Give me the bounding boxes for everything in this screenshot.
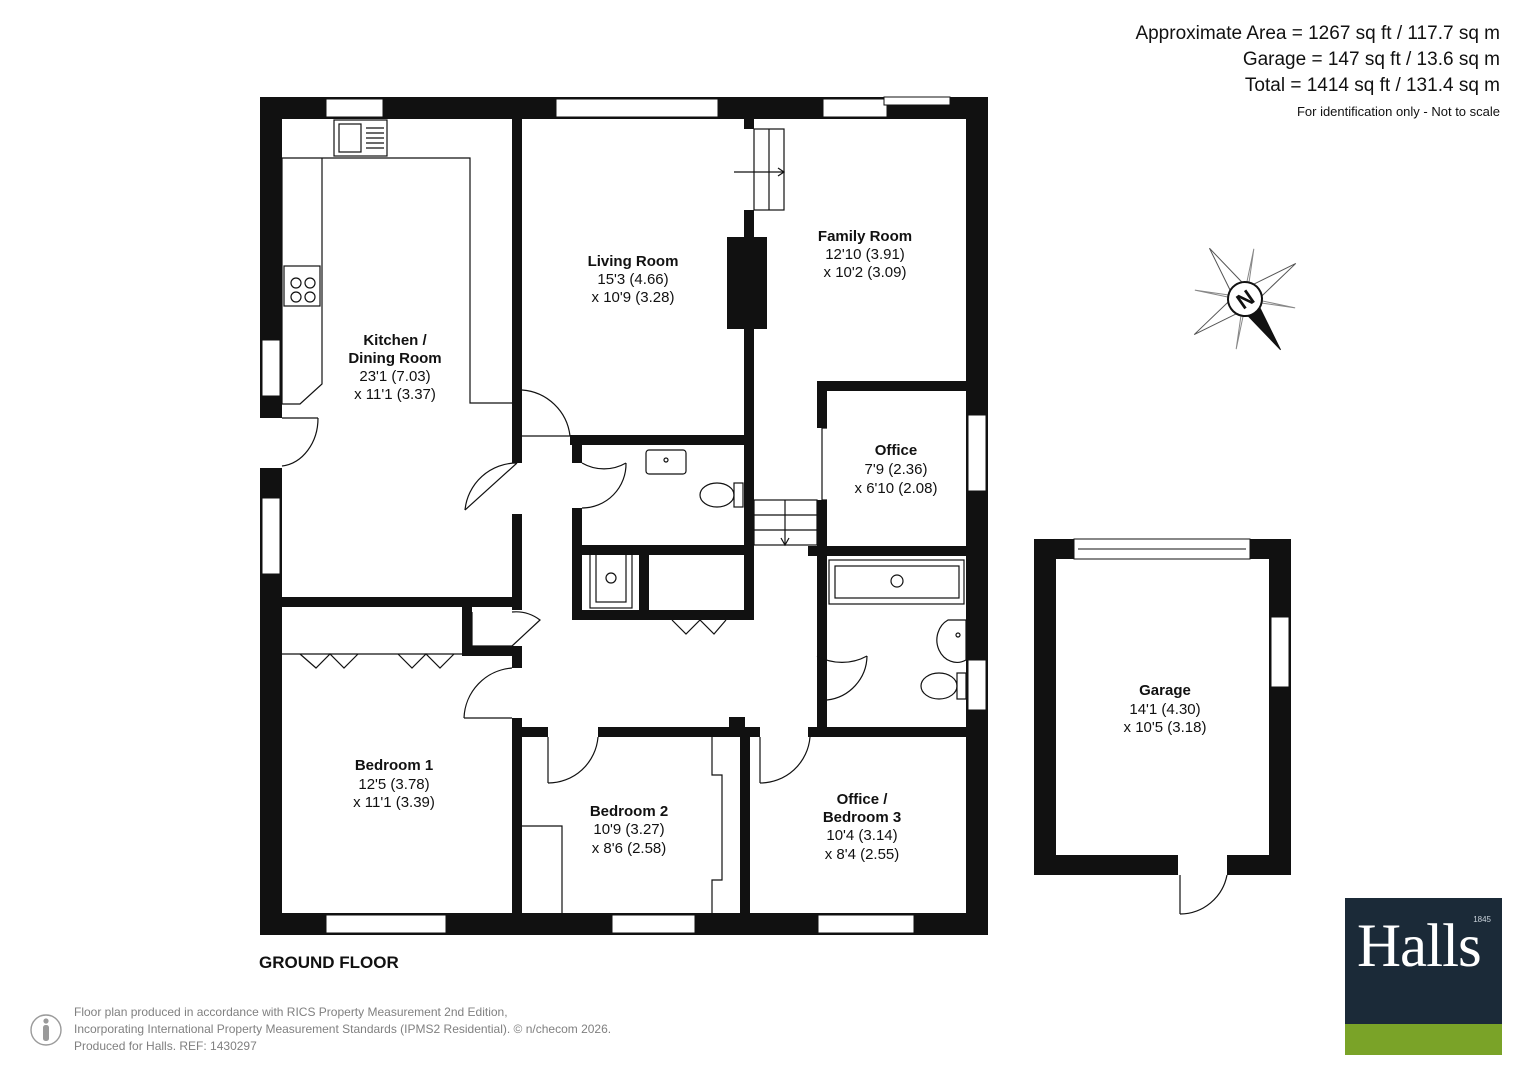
wardrobe-doors [282, 619, 727, 669]
logo-stripe [1345, 1024, 1502, 1055]
wc-fittings [589, 449, 744, 609]
bedroom2-dim-1: 10'9 (3.27) [593, 821, 664, 838]
office-dim-2: x 6'10 (2.08) [855, 480, 938, 497]
bathroom-fittings [828, 559, 967, 700]
credits: Floor plan produced in accordance with R… [74, 1004, 611, 1055]
bedroom3-dim-1: 10'4 (3.14) [826, 827, 897, 844]
logo-year: 1845 [1473, 915, 1491, 924]
credits-line-2: Incorporating International Property Mea… [74, 1022, 612, 1036]
credits-line-3: Produced for Halls. REF: 1430297 [74, 1039, 257, 1053]
bedroom1-dim-2: x 11'1 (3.39) [353, 794, 435, 811]
living-name: Living Room [588, 253, 679, 270]
bedroom3-dim-2: x 8'4 (2.55) [825, 846, 900, 863]
living-dim-1: 15'3 (4.66) [597, 271, 668, 288]
person-icon [30, 1014, 62, 1046]
garage-dim-1: 14'1 (4.30) [1129, 701, 1200, 718]
garage-openings [1073, 538, 1290, 688]
kitchen-fittings [281, 119, 512, 405]
staircase [734, 128, 818, 547]
bedroom2-wardrobe [522, 737, 723, 913]
room-labels: Kitchen / Dining Room 23'1 (7.03) x 11'1… [348, 228, 1206, 863]
interior-walls [282, 119, 988, 913]
approximate-area: Approximate Area = 1267 sq ft / 117.7 sq… [1135, 23, 1500, 44]
garage-area: Garage = 147 sq ft / 13.6 sq m [1242, 49, 1500, 70]
floor-label: GROUND FLOOR [259, 953, 399, 972]
bedroom3-name-line1: Office / [837, 791, 889, 808]
bedroom2-name: Bedroom 2 [590, 803, 668, 820]
scale-note: For identification only - Not to scale [1296, 104, 1500, 119]
garage-dim-2: x 10'5 (3.18) [1124, 719, 1207, 736]
living-dim-2: x 10'9 (3.28) [592, 289, 675, 306]
kitchen-name-line1: Kitchen / [363, 332, 427, 349]
kitchen-dim-2: x 11'1 (3.37) [354, 386, 436, 403]
kitchen-name-line2: Dining Room [348, 350, 441, 367]
family-dim-1: 12'10 (3.91) [825, 246, 905, 263]
credits-line-1: Floor plan produced in accordance with R… [74, 1005, 508, 1019]
front-door [260, 417, 319, 468]
windows [261, 96, 987, 934]
bedroom3-name-line2: Bedroom 3 [823, 809, 901, 826]
kitchen-dim-1: 23'1 (7.03) [359, 368, 430, 385]
door-swings [463, 389, 868, 784]
halls-logo: Halls 1845 [1345, 898, 1502, 1055]
office-dim-1: 7'9 (2.36) [865, 461, 928, 478]
family-dim-2: x 10'2 (3.09) [824, 264, 907, 281]
bedroom1-dim-1: 12'5 (3.78) [358, 776, 429, 793]
logo-wordmark: Halls [1357, 913, 1482, 980]
family-name: Family Room [818, 228, 912, 245]
garage-door [1179, 874, 1228, 915]
garage-name: Garage [1139, 682, 1191, 699]
compass-rose [1193, 247, 1297, 351]
bedroom1-name: Bedroom 1 [355, 757, 433, 774]
office-name: Office [875, 442, 918, 459]
total-area: Total = 1414 sq ft / 131.4 sq m [1244, 75, 1500, 96]
bedroom2-dim-2: x 8'6 (2.58) [592, 840, 667, 857]
